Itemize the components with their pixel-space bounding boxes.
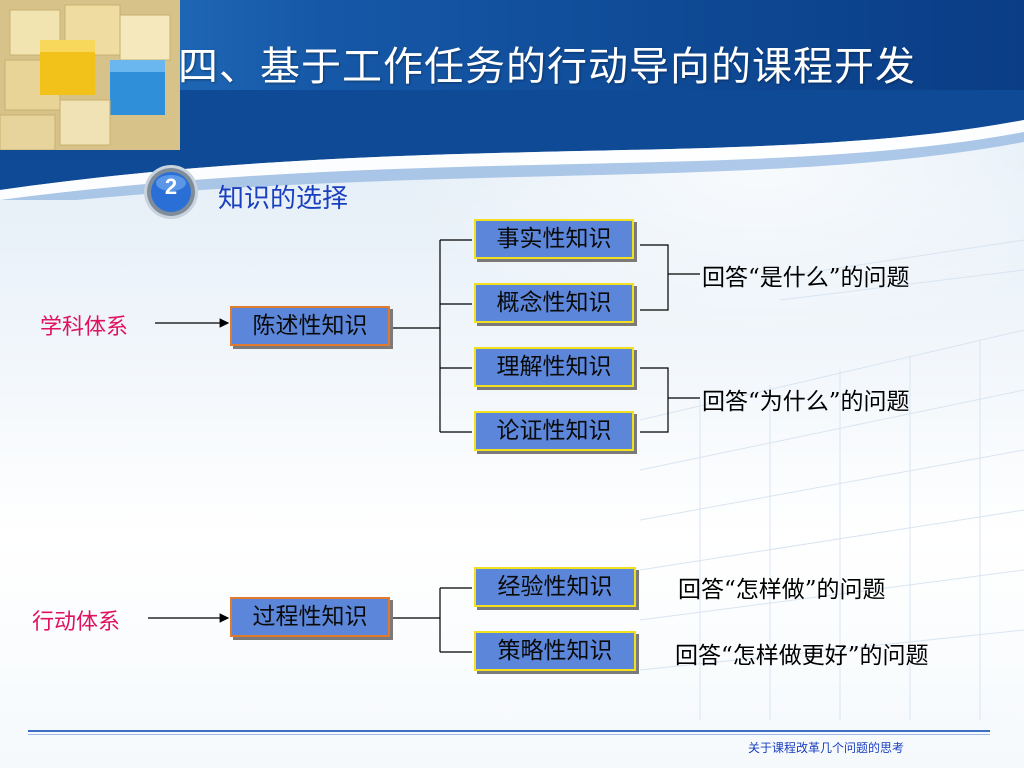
header-swoosh <box>0 90 1024 200</box>
answer-how: 回答“怎样做”的问题 <box>678 577 886 603</box>
footer-divider-thin <box>28 734 990 735</box>
footer-text: 关于课程改革几个问题的思考 <box>748 741 905 755</box>
box-declarative-knowledge: 陈述性知识 <box>230 306 390 346</box>
box-strategy-knowledge: 策略性知识 <box>474 631 636 671</box>
label-action-system: 行动体系 <box>32 610 121 635</box>
box-experience-knowledge: 经验性知识 <box>474 567 636 607</box>
answer-what: 回答“是什么”的问题 <box>702 265 910 291</box>
box-understanding-knowledge: 理解性知识 <box>474 347 634 387</box>
box-conceptual-knowledge: 概念性知识 <box>474 283 634 323</box>
slide-title: 四、基于工作任务的行动导向的课程开发 <box>178 44 916 90</box>
footer-divider <box>28 730 990 732</box>
answer-how-better: 回答“怎样做更好”的问题 <box>675 643 929 669</box>
box-factual-knowledge: 事实性知识 <box>474 219 634 259</box>
number-badge <box>144 165 198 219</box>
badge-number: 2 <box>164 174 178 199</box>
label-subject-system: 学科体系 <box>40 315 129 340</box>
cubes-decoration <box>0 0 180 150</box>
box-procedural-knowledge: 过程性知识 <box>230 597 390 637</box>
section-subtitle: 知识的选择 <box>218 184 349 214</box>
box-argument-knowledge: 论证性知识 <box>474 411 634 451</box>
answer-why: 回答“为什么”的问题 <box>702 389 910 415</box>
